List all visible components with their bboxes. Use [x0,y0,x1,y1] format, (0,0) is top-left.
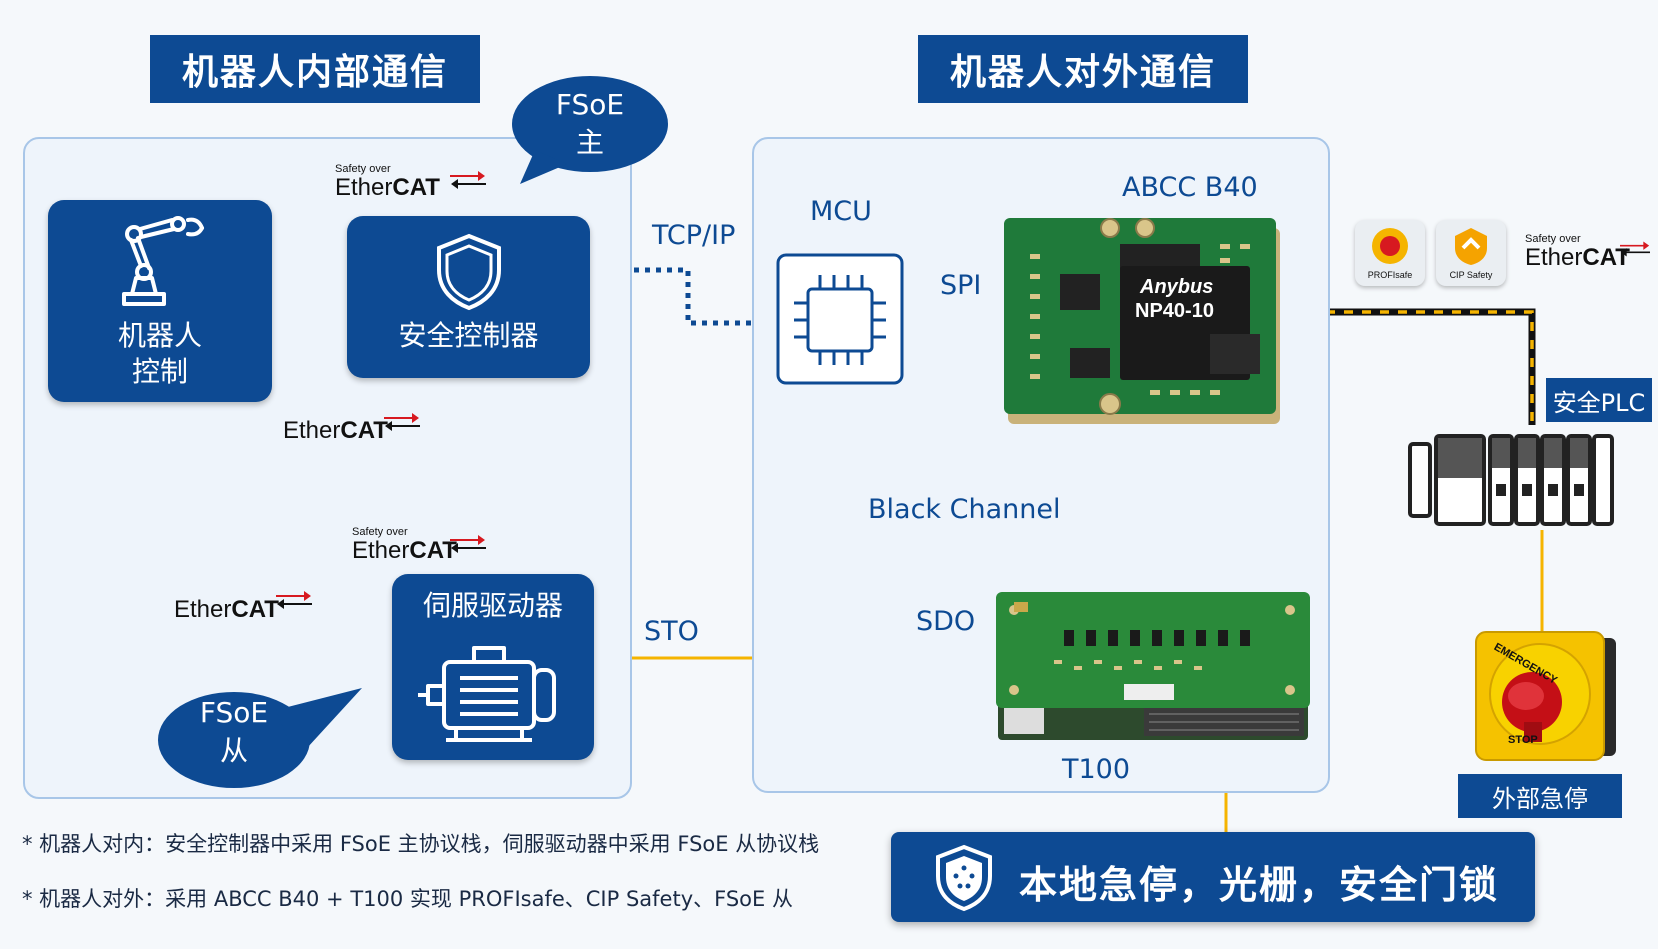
ethercat-logo-mid: EtherCAT [283,418,388,444]
profisafe-icon [1372,228,1408,264]
shield-icon [437,233,501,311]
sto-label: STO [644,616,699,647]
safety-over-text: Safety over [352,526,408,538]
ethercat-arrows-icon [384,413,420,431]
shield-icon [936,844,992,912]
note-internal: * 机器人对内：安全控制器中采用 FSoE 主协议栈，伺服驱动器中采用 FSoE… [22,832,820,856]
estop-ring-bottom-text: STOP [1508,734,1538,746]
fsoe-master-line1: FSoE [555,88,625,121]
tcp-ip-label: TCP/IP [652,220,736,251]
cat-text: CAT [409,537,457,564]
ethercat-arrows-icon [450,171,486,189]
fsoe-master-line2: 主 [575,126,604,159]
t100-label: T100 [1062,754,1131,785]
sdo-label: SDO [916,606,976,637]
safety-controller-box: 安全控制器 [347,216,590,378]
safety-over-ethercat-logo-top: Safety over EtherCAT [335,163,440,201]
robot-control-label-line1: 机器人 [117,319,202,352]
fsoe-slave-bubble [158,688,362,788]
safety-over-ethercat-logo-servo: Safety over EtherCAT [352,526,457,564]
black-channel-label: Black Channel [868,494,1061,525]
ether-text: Ether [335,174,393,201]
fsoe-slave-label: FSoE 从 [184,694,284,770]
external-comm-banner: 机器人对外通信 [918,35,1248,103]
anybus-chip-model: NP40-10 [1135,300,1214,322]
safety-over-text: Safety over [335,163,391,175]
ethercat-arrows-icon [450,535,486,553]
ethercat-logo-left: EtherCAT [174,597,279,623]
safety-controller-label: 安全控制器 [398,319,539,352]
cip-safety-icon [1455,228,1487,265]
fsoe-master-bubble [512,76,668,184]
robot-control-label-line2: 控制 [131,355,188,388]
cat-text: CAT [340,417,388,444]
cat-text: CAT [1582,244,1630,271]
servo-drive-label: 伺服驱动器 [422,589,563,622]
cip-safety-card: CIP Safety [1436,220,1506,286]
safety-plc-label: 安全PLC [1546,378,1652,422]
t100-board [996,592,1310,740]
ethercat-arrows-icon [1620,241,1650,257]
note-external: * 机器人对外：采用 ABCC B40 + T100 实现 PROFIsafe、… [22,887,793,911]
local-safety-banner: 本地急停，光栅，安全门锁 [891,832,1535,922]
robot-arm-icon [122,216,204,306]
safety-plc-icon [1408,434,1614,526]
fsoe-slave-line1: FSoE [199,696,269,729]
ether-text: Ether [174,596,232,623]
ethercat-arrows-icon [276,591,312,609]
safety-over-ethercat-logo-right: Safety over EtherCAT [1525,233,1630,271]
spi-label: SPI [940,270,982,301]
ether-text: Ether [352,537,410,564]
mcu-label: MCU [810,196,872,227]
servo-drive-box: 伺服驱动器 [392,574,594,760]
fsoe-slave-line2: 从 [219,734,248,767]
cat-text: CAT [231,596,279,623]
profisafe-card-label: PROFIsafe [1367,270,1413,280]
safety-over-text: Safety over [1525,233,1581,245]
ether-text: Ether [283,417,341,444]
external-estop-label: 外部急停 [1458,774,1622,818]
local-safety-banner-text: 本地急停，光栅，安全门锁 [1019,863,1500,907]
emergency-stop-icon [1475,631,1616,761]
robot-control-box: 机器人 控制 [48,200,272,402]
cip-safety-card-label: CIP Safety [1449,270,1493,280]
profisafe-card: PROFIsafe [1355,220,1425,286]
abcc-b40-board [1004,218,1280,424]
mcu-chip-icon [776,253,904,385]
ether-text: Ether [1525,244,1583,271]
cat-text: CAT [392,174,440,201]
anybus-chip-brand: Anybus [1140,276,1214,298]
motor-icon [418,646,556,742]
fsoe-master-label: FSoE 主 [540,86,640,162]
abcc-b40-label: ABCC B40 [1122,172,1258,203]
internal-comm-banner: 机器人内部通信 [150,35,480,103]
